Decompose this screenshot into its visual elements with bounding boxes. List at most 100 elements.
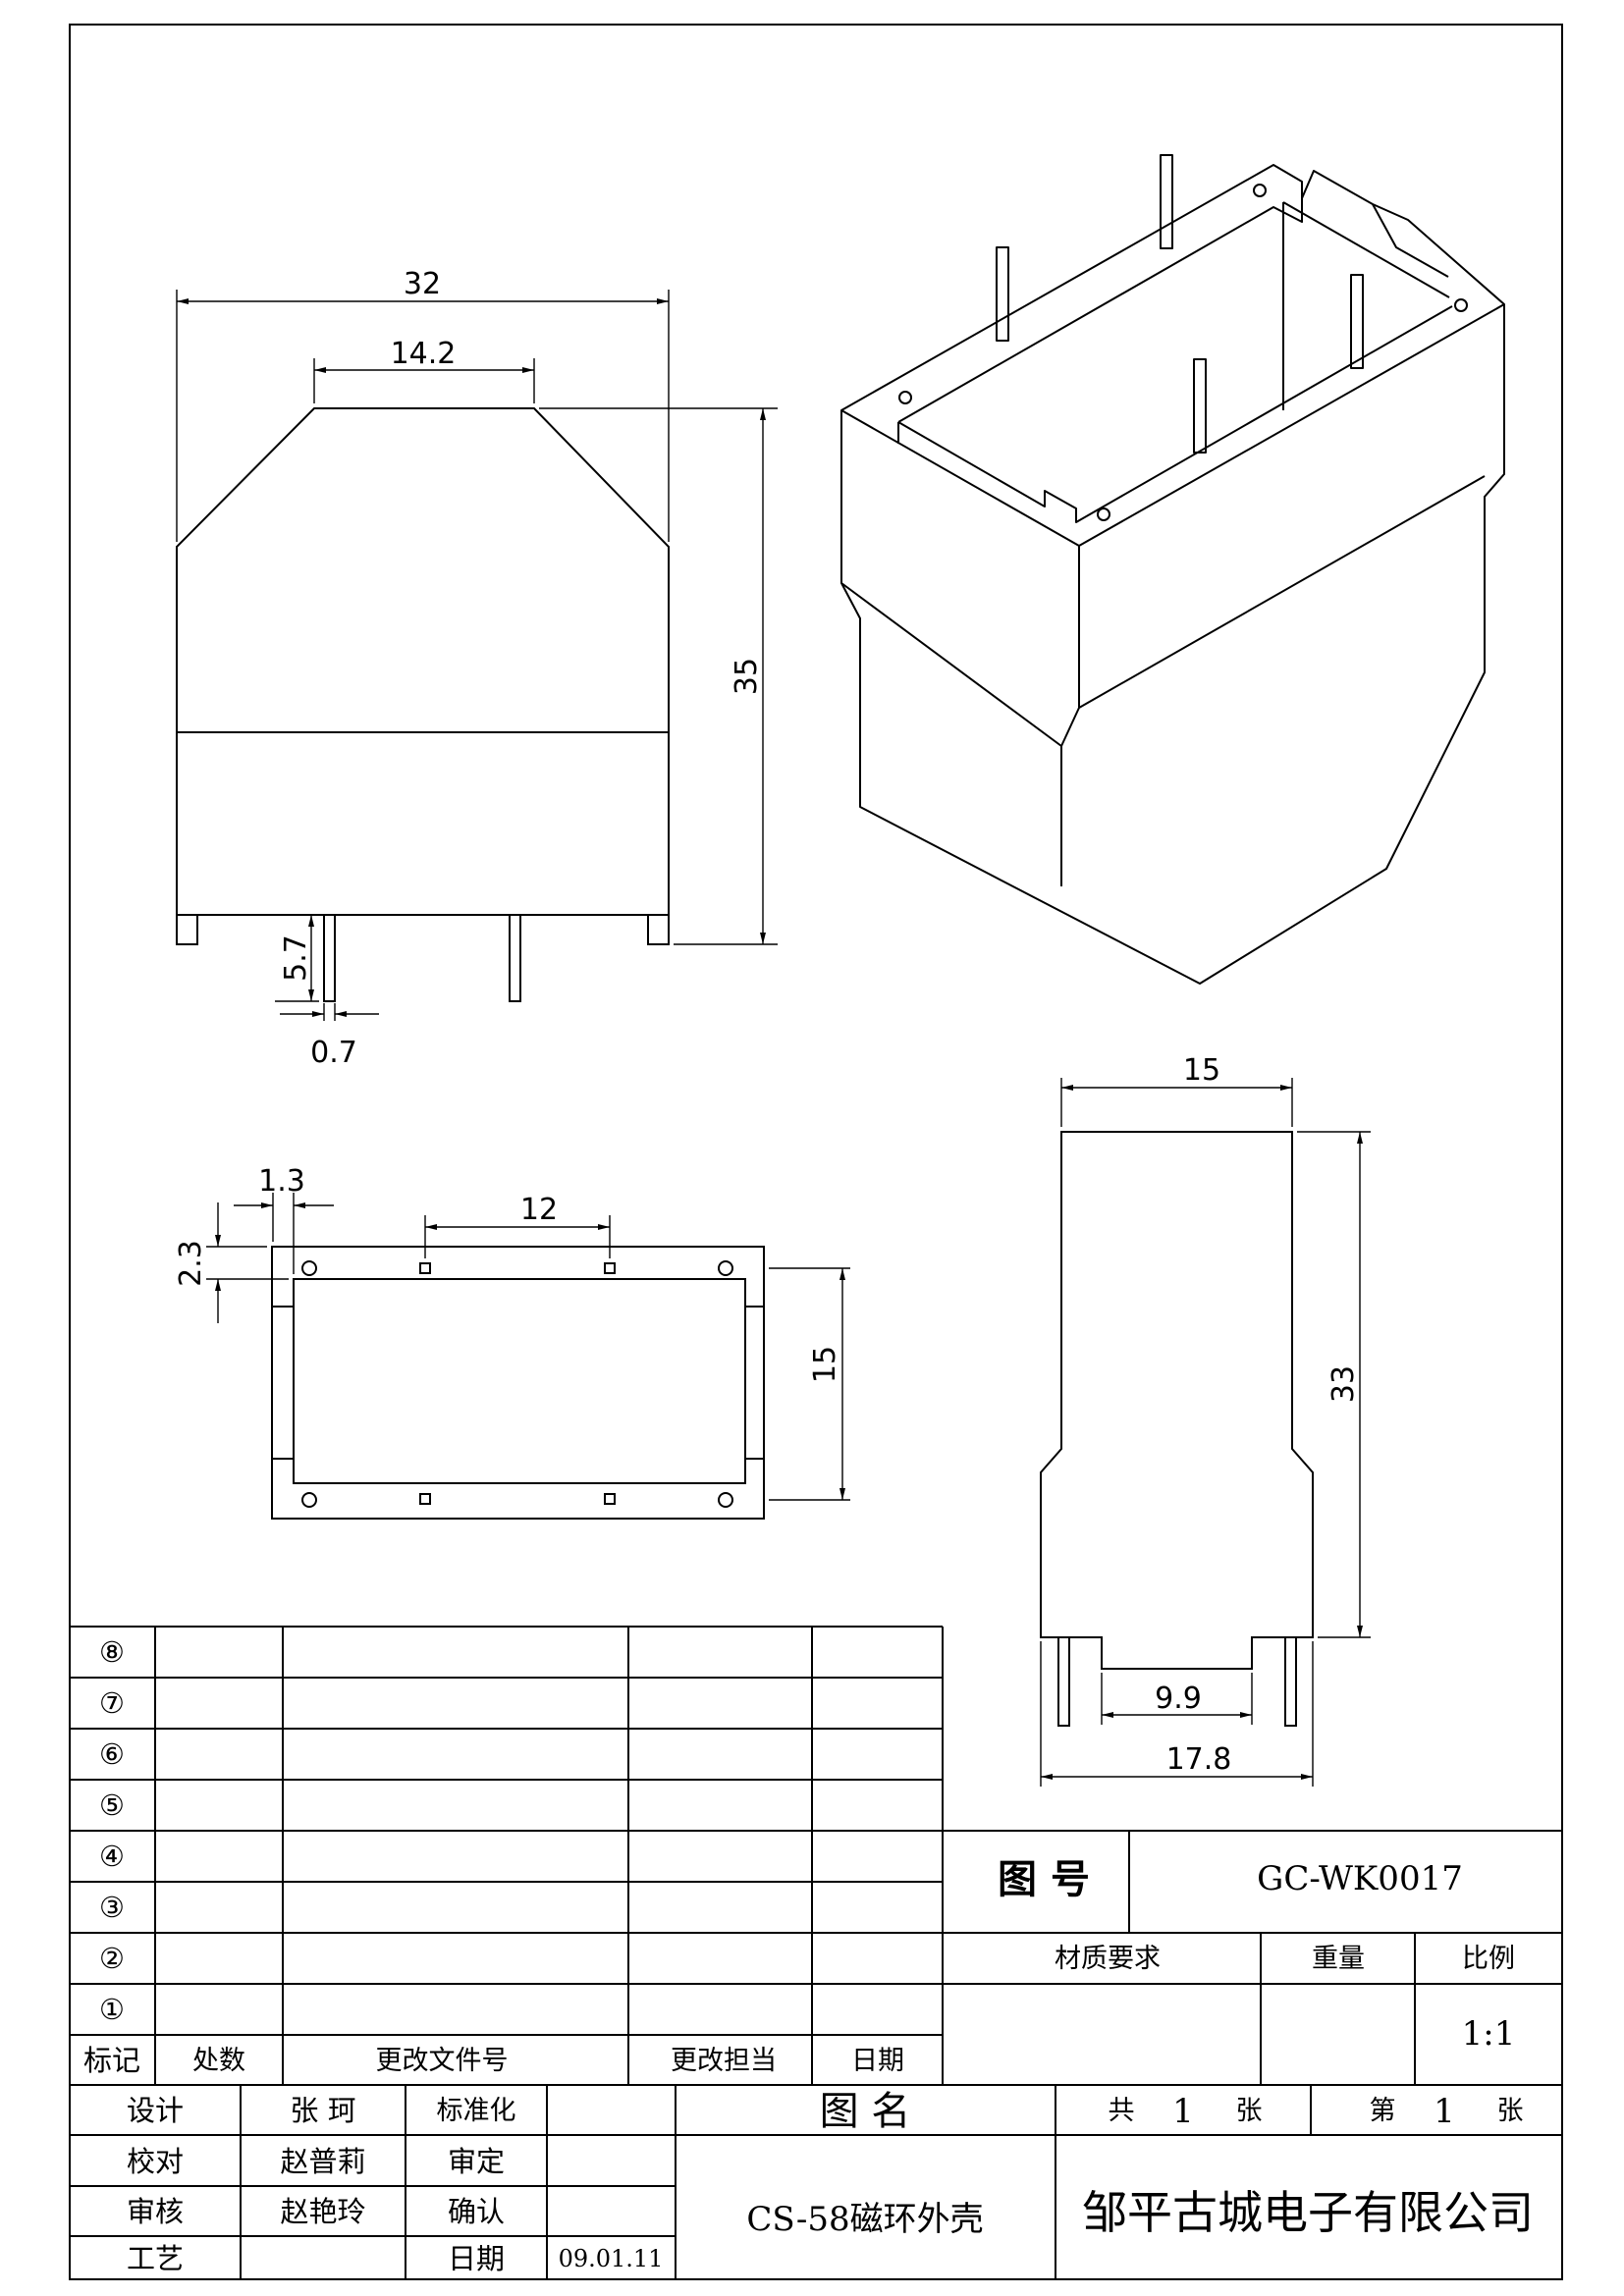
drawing-border (69, 24, 1563, 2280)
iso-inner-side-rim (1282, 201, 1450, 298)
iso-pin-1 (1160, 154, 1173, 249)
dim-top-edge-offset: 2.3 (174, 1240, 208, 1287)
total-label: 共 (1109, 2096, 1135, 2126)
audit-label: 审核 (127, 2195, 184, 2228)
iso-pin-4 (1193, 358, 1207, 454)
dim-pin-length: 5.7 (279, 934, 313, 982)
drawing-name: CS-58磁环外壳 (746, 2200, 983, 2239)
rev-header-file-no: 更改文件号 (376, 2046, 509, 2076)
review-label: 审定 (448, 2145, 505, 2178)
iso-front-top-edge (1078, 303, 1505, 547)
top-hole-1 (301, 1260, 317, 1276)
rev-row-1: ① (99, 1993, 125, 2026)
dim-top-depth: 15 (808, 1346, 842, 1383)
rev-row-6: ⑥ (99, 1737, 125, 1771)
top-outer-rect (271, 1246, 765, 1520)
iso-side-top-edge (840, 409, 1080, 547)
sheet-value: 1 (1434, 2092, 1455, 2131)
drawing-number: GC-WK0017 (1257, 1859, 1463, 1898)
drawing-number-label: 图 号 (998, 1857, 1090, 1902)
rev-header-mark: 标记 (83, 2044, 140, 2077)
iso-hole-2 (898, 391, 912, 404)
dim-front-height: 35 (730, 658, 764, 695)
iso-inner-back-rim (897, 198, 1303, 423)
iso-pin-2 (996, 246, 1009, 342)
checker-name: 赵普莉 (280, 2145, 365, 2178)
front-dimensions (176, 290, 778, 1021)
front-foot-left (176, 914, 198, 945)
top-hole-3 (301, 1492, 317, 1508)
title-block-grid (70, 1830, 1562, 2279)
dim-front-top-width: 14.2 (391, 337, 457, 371)
dim-top-pin-spacing: 12 (520, 1193, 558, 1227)
standard-label: 标准化 (437, 2096, 516, 2126)
front-foot-right (647, 914, 670, 945)
top-pin-4 (604, 1493, 616, 1505)
top-hole-2 (718, 1260, 733, 1276)
side-dimensions (1040, 1078, 1371, 1787)
sheet-unit: 张 (1497, 2096, 1524, 2126)
revision-table (70, 1626, 944, 2086)
iso-inner-front-rim (897, 305, 1453, 523)
process-label: 工艺 (127, 2242, 184, 2275)
rev-header-date: 日期 (851, 2046, 904, 2076)
iso-notch-profile (1372, 203, 1449, 278)
sheet-label: 第 (1370, 2096, 1396, 2126)
date-value: 09.01.11 (559, 2245, 664, 2272)
iso-mid-line (1078, 475, 1486, 709)
dim-side-width: 15 (1183, 1053, 1220, 1088)
side-outline (1040, 1131, 1314, 1670)
top-dimensions (206, 1193, 850, 1501)
front-outline (176, 407, 670, 916)
side-pin-left (1057, 1636, 1070, 1727)
iso-pin-3 (1350, 274, 1364, 369)
confirm-label: 确认 (448, 2195, 505, 2228)
top-inner-rect (293, 1278, 746, 1484)
date-label: 日期 (448, 2242, 505, 2275)
top-hole-4 (718, 1492, 733, 1508)
scale-value: 1:1 (1462, 2014, 1516, 2054)
company-name: 邹平古城电子有限公司 (1082, 2186, 1534, 2239)
dim-side-pin-span: 17.8 (1166, 1742, 1232, 1777)
top-pin-2 (604, 1262, 616, 1274)
weight-label: 重量 (1312, 1944, 1365, 1974)
rev-row-5: ⑤ (99, 1789, 125, 1822)
top-pin-1 (419, 1262, 431, 1274)
dim-side-inner-width: 9.9 (1155, 1682, 1202, 1716)
iso-hole-4 (1454, 298, 1468, 312)
iso-outline (840, 164, 1505, 985)
top-view (271, 1246, 765, 1520)
rev-row-4: ④ (99, 1840, 125, 1873)
front-pin-right (509, 914, 521, 1002)
designer-name: 张 珂 (290, 2094, 355, 2127)
revision-row-numbers: ⑧ ⑦ ⑥ ⑤ ④ ③ ② ① (99, 1635, 125, 2026)
auditor-name: 赵艳玲 (280, 2195, 365, 2228)
iso-side-mid-line (840, 582, 1062, 747)
rev-row-8: ⑧ (99, 1635, 125, 1669)
rev-row-7: ⑦ (99, 1686, 125, 1720)
total-value: 1 (1172, 2092, 1194, 2131)
material-label: 材质要求 (1055, 1944, 1161, 1974)
front-view (176, 407, 670, 1002)
top-pin-3 (419, 1493, 431, 1505)
iso-hole-3 (1097, 507, 1110, 521)
total-unit: 张 (1236, 2096, 1263, 2126)
front-pin-left (323, 914, 336, 1002)
dim-side-height: 33 (1326, 1365, 1361, 1403)
rev-row-2: ② (99, 1942, 125, 1975)
revision-headers: 标记 处数 更改文件号 更改担当 日期 (83, 2044, 904, 2077)
dim-pin-width: 0.7 (310, 1036, 357, 1070)
rev-row-3: ③ (99, 1891, 125, 1924)
rev-header-owner: 更改担当 (671, 2046, 777, 2076)
side-view (1040, 1131, 1314, 1727)
scale-label: 比例 (1462, 1944, 1515, 1974)
design-label: 设计 (127, 2094, 184, 2127)
drawing-name-label: 图 名 (820, 2089, 911, 2134)
side-pin-right (1284, 1636, 1297, 1727)
dim-front-width: 32 (404, 267, 441, 301)
iso-front-chamfer (1060, 707, 1080, 747)
check-label: 校对 (127, 2145, 184, 2178)
iso-hole-1 (1253, 184, 1267, 197)
rev-header-count: 处数 (192, 2046, 245, 2076)
